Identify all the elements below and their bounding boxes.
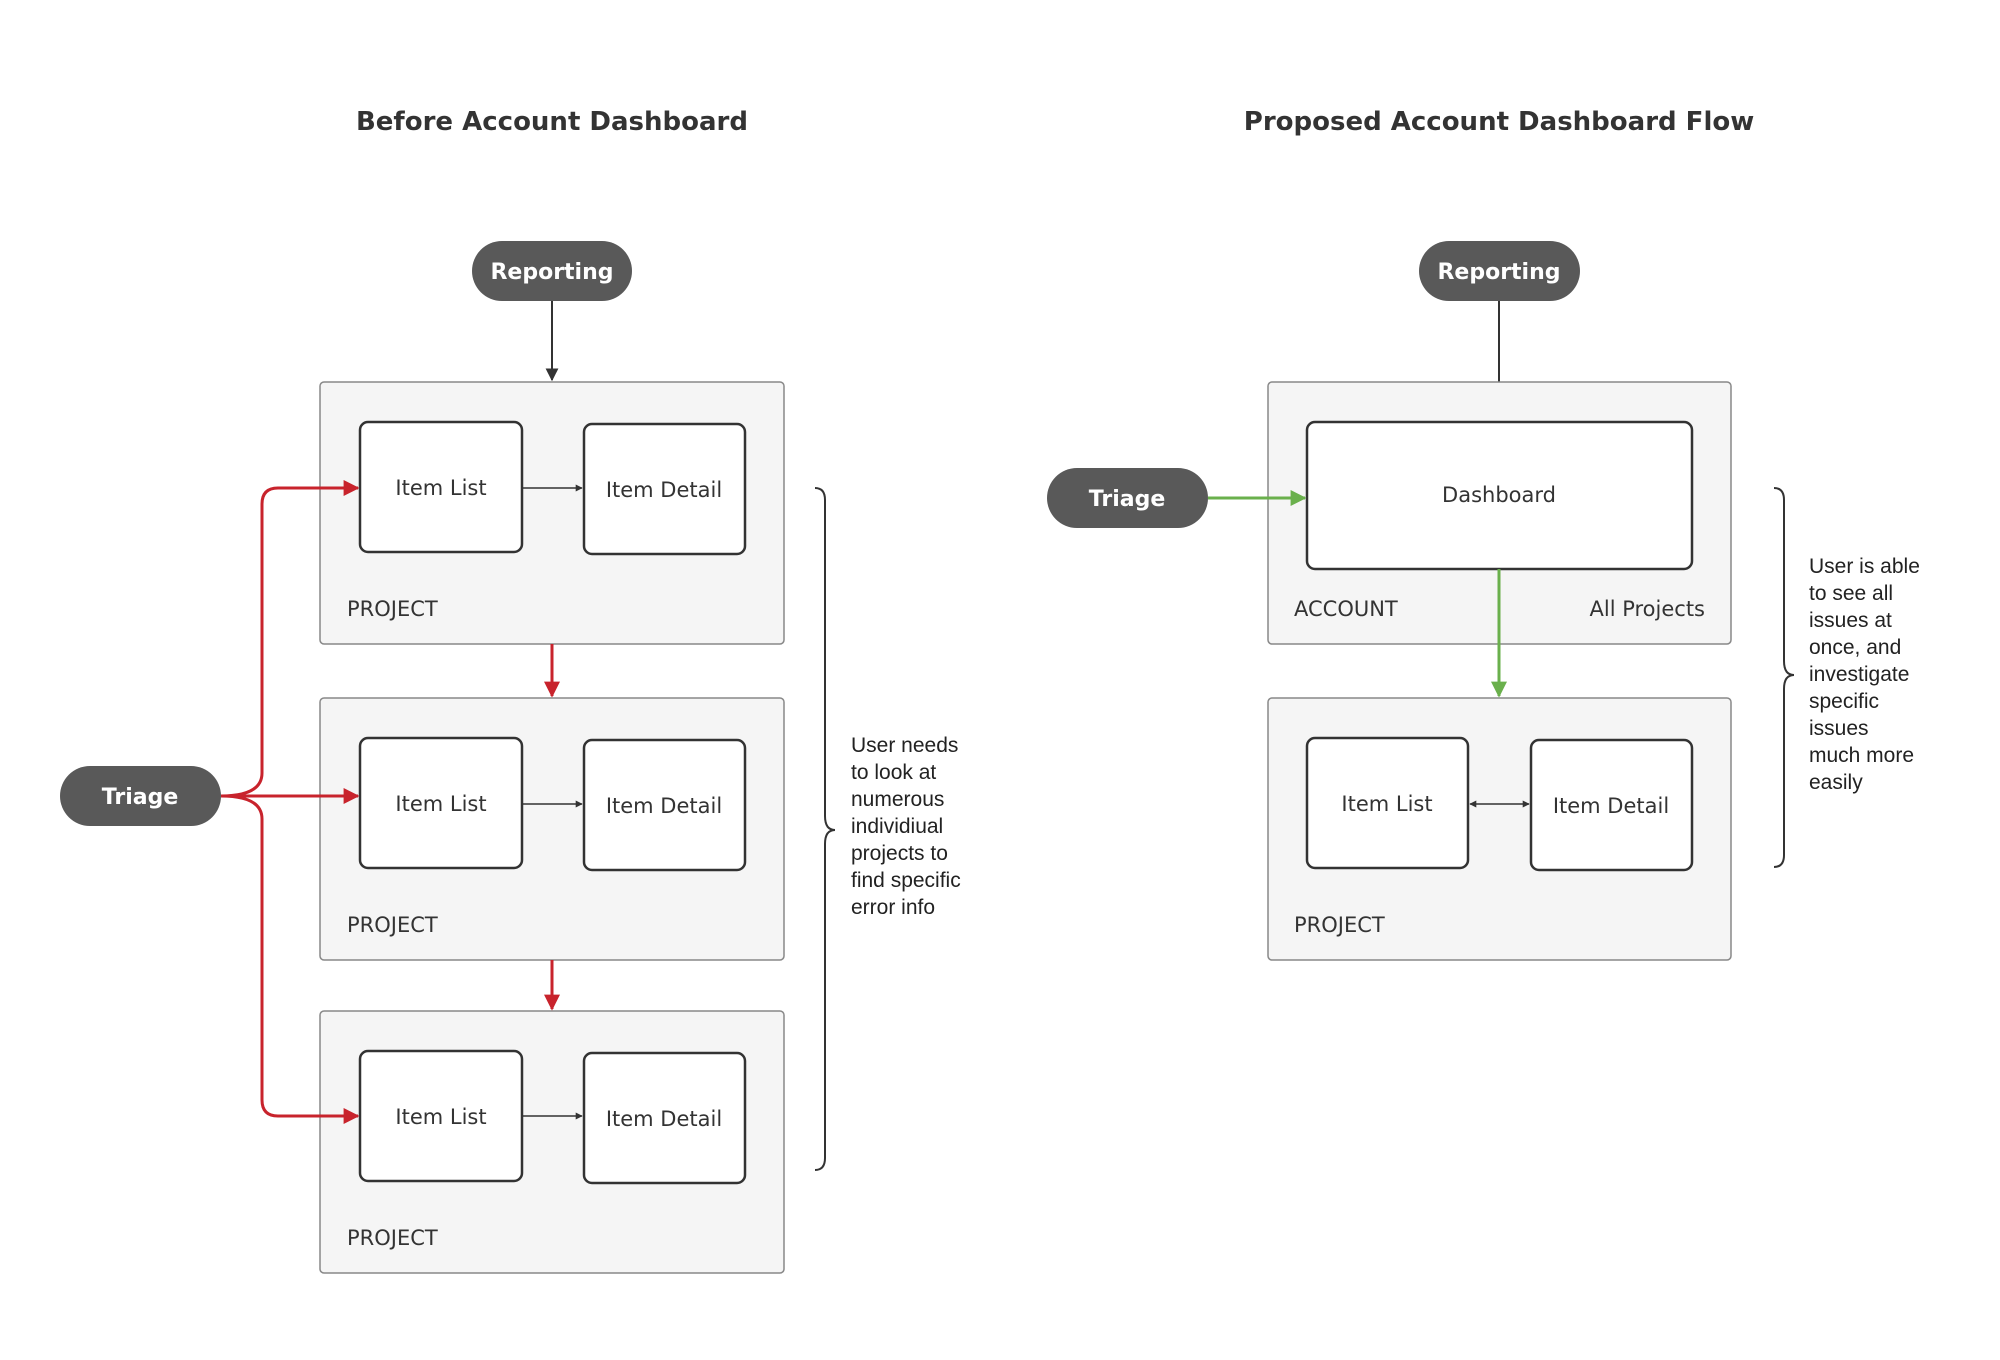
account-container-group: Dashboard ACCOUNT All Projects xyxy=(1267,381,1732,645)
note-line: User needs xyxy=(851,734,958,757)
project-label: PROJECT xyxy=(347,913,438,937)
item-detail-label: Item Detail xyxy=(606,794,722,818)
item-detail-box xyxy=(1529,738,1694,872)
proposed-project: Item List Item Detail PROJECT xyxy=(1267,697,1732,961)
proposed-triage-pill xyxy=(1047,468,1208,528)
note-line: User is able xyxy=(1809,555,1920,578)
proposed-reporting-node: Reporting xyxy=(1419,241,1580,301)
before-project-1: Item List Item Detail PROJECT xyxy=(319,381,785,645)
before-section: Before Account Dashboard Reporting Item … xyxy=(60,107,967,1274)
dashboard-label: Dashboard xyxy=(1442,483,1556,507)
item-list-label: Item List xyxy=(395,792,486,816)
item-detail-box xyxy=(582,1051,747,1185)
note-line: much more xyxy=(1809,744,1914,767)
before-triage-pill xyxy=(60,766,221,826)
before-note: User needs to look at numerous individiu… xyxy=(851,734,967,919)
note-line: error info xyxy=(851,896,935,919)
project-label: PROJECT xyxy=(347,1226,438,1250)
triage-to-project-3-arrow xyxy=(220,794,360,1124)
before-reporting-label: Reporting xyxy=(490,260,613,285)
item-detail-label: Item Detail xyxy=(1553,794,1669,818)
proposed-reporting-pill xyxy=(1419,241,1580,301)
note-line: issues at xyxy=(1809,609,1892,632)
account-label: ACCOUNT xyxy=(1294,597,1398,621)
item-detail-label: Item Detail xyxy=(606,1107,722,1131)
note-line: numerous xyxy=(851,788,944,811)
proposed-reporting-label: Reporting xyxy=(1437,260,1560,285)
note-line: to look at xyxy=(851,761,936,784)
proposed-triage-node: Triage xyxy=(1047,468,1208,528)
before-project-2: Item List Item Detail PROJECT xyxy=(319,697,785,961)
note-line: investigate xyxy=(1809,663,1909,686)
note-line: projects to xyxy=(851,842,948,865)
proposed-note: User is able to see all issues at once, … xyxy=(1809,555,1926,794)
project-label: PROJECT xyxy=(1294,913,1385,937)
project-label: PROJECT xyxy=(347,597,438,621)
item-list-label: Item List xyxy=(395,476,486,500)
item-list-label: Item List xyxy=(395,1105,486,1129)
proposed-triage-label: Triage xyxy=(1089,487,1166,512)
before-triage-node: Triage xyxy=(60,766,221,826)
before-title: Before Account Dashboard xyxy=(356,107,748,137)
before-triage-label: Triage xyxy=(102,785,179,810)
before-project-3: Item List Item Detail PROJECT xyxy=(319,1010,785,1274)
all-projects-label: All Projects xyxy=(1590,597,1706,621)
note-line: individiual xyxy=(851,815,943,838)
proposed-title: Proposed Account Dashboard Flow xyxy=(1244,107,1754,137)
item-detail-box xyxy=(582,738,747,872)
note-line: to see all xyxy=(1809,582,1893,605)
note-line: once, and xyxy=(1809,636,1901,659)
note-line: easily xyxy=(1809,771,1863,794)
item-list-box xyxy=(1305,736,1470,870)
before-brace xyxy=(814,487,836,1171)
item-detail-label: Item Detail xyxy=(606,478,722,502)
note-line: specific xyxy=(1809,690,1879,713)
note-line: issues xyxy=(1809,717,1869,740)
item-list-box xyxy=(358,736,524,870)
item-detail-box xyxy=(582,422,747,556)
proposed-brace xyxy=(1773,487,1795,868)
before-reporting-pill xyxy=(472,241,632,301)
proposed-section: Proposed Account Dashboard Flow Reportin… xyxy=(1047,107,1926,961)
note-line: find specific xyxy=(851,869,961,892)
triage-to-project-1-arrow xyxy=(220,480,360,798)
item-list-box xyxy=(358,420,524,554)
item-list-label: Item List xyxy=(1341,792,1432,816)
before-reporting-node: Reporting xyxy=(472,241,632,301)
